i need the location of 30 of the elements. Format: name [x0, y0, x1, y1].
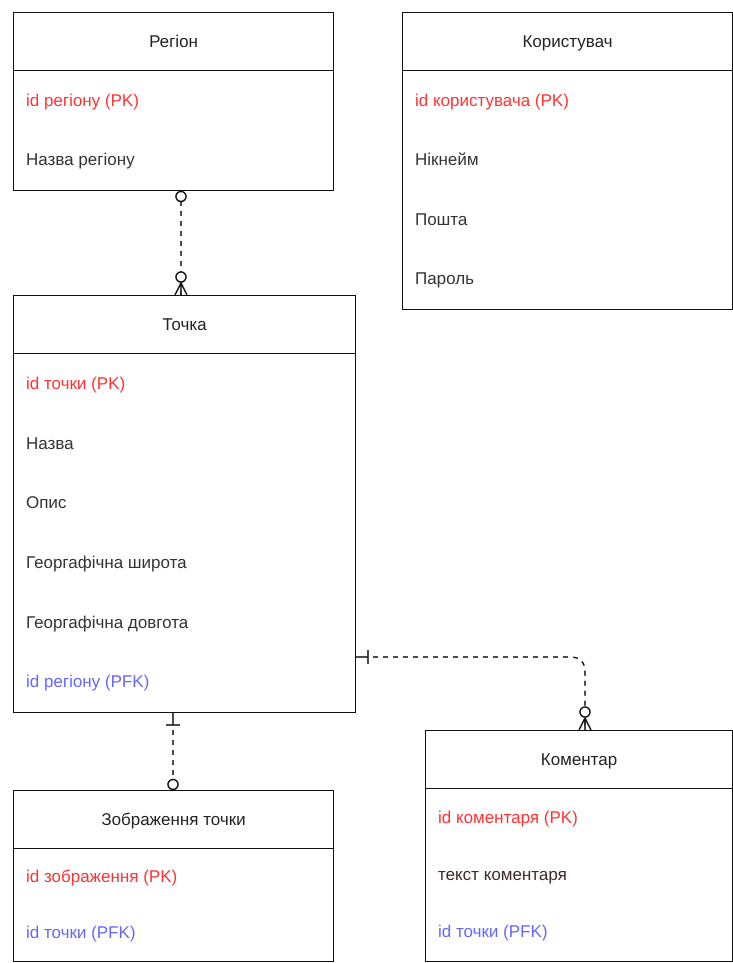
entity-title: Коментар [426, 731, 732, 789]
attribute-text: Георгафічна широта [14, 533, 355, 593]
entity-title: Точка [14, 296, 355, 354]
entity-table [13, 12, 334, 191]
entity-table [425, 730, 733, 962]
attribute-text: текст коментаря [426, 846, 732, 904]
attribute-text: Опис [14, 473, 355, 534]
attribute-text: id точки (PK) [14, 354, 355, 414]
entity-table [13, 295, 356, 713]
attribute-text: Назва [14, 414, 355, 474]
attribute-text: Пароль [403, 250, 732, 309]
entity-title: Регіон [14, 13, 333, 71]
attribute-text: Георгафічна довгота [14, 592, 355, 652]
attribute-text: Пошта [403, 190, 732, 250]
attribute-text: id точки (PFK) [426, 904, 732, 961]
attribute-text: id коментаря (PK) [426, 789, 732, 846]
attribute-text: Нікнейм [403, 130, 732, 190]
entity-title: Користувач [403, 13, 732, 71]
entity-table [13, 790, 334, 962]
attribute-text: id регіону (PK) [14, 71, 333, 130]
relationship-line [165, 713, 181, 790]
attribute-text: id регіону (PFK) [14, 652, 355, 712]
attribute-text: Назва регіону [14, 130, 333, 190]
attribute-text: id зображення (PK) [14, 849, 333, 905]
attribute-text: id точки (PFK) [14, 905, 333, 961]
entity-title: Зображення точки [14, 791, 333, 849]
relationship-line [174, 190, 188, 296]
entity-table [402, 12, 733, 310]
relationship-line [356, 649, 592, 731]
attribute-text: id користувача (PK) [403, 71, 732, 130]
